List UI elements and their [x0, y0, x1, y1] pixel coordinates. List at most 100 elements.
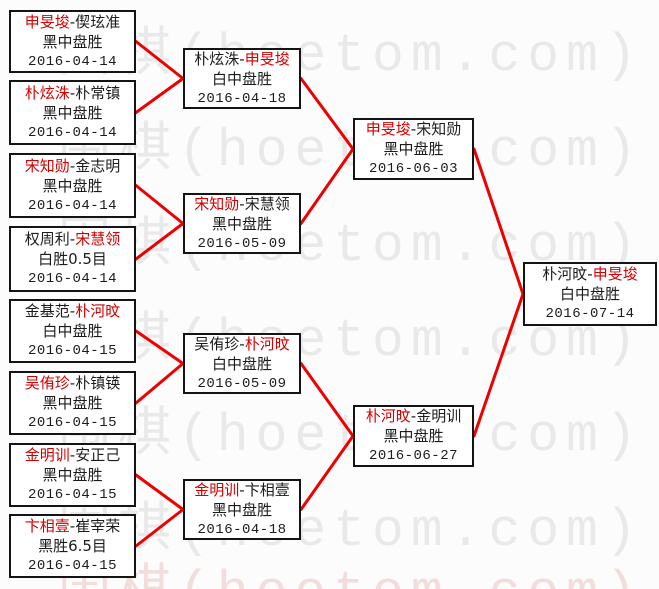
match-box-r1-m5: 金基范-朴河旼 白中盘胜 2016-04-15 — [9, 299, 136, 363]
match-date: 2016-05-09 — [197, 375, 287, 392]
player-name: 朴河旼 — [542, 265, 588, 283]
match-result: 白中盘胜 — [211, 354, 272, 373]
player-name: 金志明 — [75, 156, 121, 175]
match-players: 申旻埈-宋知勋 — [355, 119, 472, 139]
match-date: 2016-05-09 — [197, 235, 287, 252]
player-name: 权周利 — [24, 230, 70, 248]
watermark-text: 围棋(hoetom.com) — [58, 121, 644, 181]
match-box-sf-m1: 申旻埈-宋知勋 黑中盘胜 2016-06-03 — [353, 118, 474, 180]
match-players: 申旻埈-偰玹准 — [11, 12, 134, 32]
match-result: 黑中盘胜 — [211, 214, 272, 233]
match-box-r2-m3: 吴侑珍-朴河旼 白中盘胜 2016-05-09 — [183, 333, 301, 394]
match-result: 黑中盘胜 — [42, 176, 103, 195]
player-name: 朴河旼 — [365, 407, 411, 425]
match-players: 朴河旼-申旻埈 — [525, 264, 655, 284]
player-name: 朴河旼 — [244, 334, 290, 353]
match-players: 金基范-朴河旼 — [11, 301, 134, 321]
match-box-r2-m1: 朴炫洙-申旻埈 白中盘胜 2016-04-18 — [183, 48, 301, 109]
dash: - — [69, 302, 76, 320]
player-name: 朴镇锳 — [75, 374, 121, 392]
dash: - — [239, 194, 245, 213]
player-name: 朴常镇 — [75, 83, 121, 102]
match-result: 黑中盘胜 — [383, 140, 444, 158]
match-date: 2016-04-14 — [27, 197, 117, 214]
match-box-r1-m7: 金明训-安正己 黑中盘胜 2016-04-15 — [9, 443, 136, 507]
match-players: 朴河旼-金明训 — [355, 406, 472, 426]
match-date: 2016-07-14 — [545, 306, 635, 322]
match-players: 权周利-宋慧领 — [11, 229, 134, 249]
match-date: 2016-04-18 — [197, 521, 287, 538]
player-name: 申旻埈 — [24, 12, 70, 31]
player-name: 卞相壹 — [24, 517, 70, 535]
player-name: 申旻埈 — [244, 49, 290, 68]
match-box-r1-m3: 宋知勋-金志明 黑中盘胜 2016-04-14 — [9, 153, 136, 218]
match-box-r2-m4: 金明训-卞相壹 黑中盘胜 2016-04-18 — [183, 479, 301, 540]
dash: - — [587, 265, 593, 283]
dash: - — [69, 517, 76, 535]
player-name: 偰玹准 — [75, 12, 121, 31]
dash: - — [239, 49, 245, 68]
player-name: 卞相壹 — [244, 480, 290, 499]
player-name: 崔宰荣 — [75, 517, 121, 535]
match-date: 2016-06-03 — [368, 161, 458, 177]
match-result: 黑胜6.5目 — [38, 537, 107, 555]
match-players: 吴侑珍-朴河旼 — [185, 334, 299, 354]
match-date: 2016-04-14 — [27, 271, 117, 287]
match-box-r1-m1: 申旻埈-偰玹准 黑中盘胜 2016-04-14 — [9, 10, 136, 73]
player-name: 金明训 — [24, 446, 70, 464]
match-result: 黑中盘胜 — [42, 103, 103, 122]
player-name: 申旻埈 — [592, 265, 638, 283]
dash: - — [410, 120, 417, 138]
player-name: 宋慧领 — [244, 194, 290, 213]
match-result: 白中盘胜 — [42, 322, 103, 340]
watermark-text: 围棋(hoetom.com) — [58, 406, 644, 466]
match-date: 2016-04-18 — [197, 90, 287, 107]
match-date: 2016-04-15 — [27, 487, 117, 503]
match-players: 朴炫洙-申旻埈 — [185, 49, 299, 69]
match-result: 黑中盘胜 — [42, 394, 103, 412]
match-date: 2016-04-15 — [27, 415, 117, 431]
match-result: 白胜0.5目 — [38, 250, 107, 268]
dash: - — [69, 12, 76, 31]
match-date: 2016-06-27 — [368, 448, 458, 464]
dash: - — [69, 230, 76, 248]
watermark-text: 围棋(hoetom.com) — [58, 26, 644, 86]
player-name: 金基范 — [24, 302, 70, 320]
player-name: 金明训 — [416, 407, 462, 425]
dash: - — [69, 446, 76, 464]
match-box-r1-m4: 权周利-宋慧领 白胜0.5目 2016-04-14 — [9, 226, 136, 292]
match-result: 白中盘胜 — [211, 69, 272, 88]
match-result: 白中盘胜 — [559, 285, 620, 303]
dash: - — [239, 480, 245, 499]
match-box-final: 朴河旼-申旻埈 白中盘胜 2016-07-14 — [523, 262, 657, 326]
player-name: 申旻埈 — [365, 120, 411, 138]
player-name: 宋知勋 — [194, 194, 240, 213]
player-name: 宋知勋 — [416, 120, 462, 138]
match-players: 金明训-安正己 — [11, 445, 134, 465]
match-date: 2016-04-15 — [27, 343, 117, 359]
player-name: 宋慧领 — [75, 230, 121, 248]
match-players: 卞相壹-崔宰荣 — [11, 516, 134, 536]
player-name: 安正己 — [75, 446, 121, 464]
match-box-sf-m2: 朴河旼-金明训 黑中盘胜 2016-06-27 — [353, 405, 474, 467]
watermark-text: 围棋(hoetom.com) — [58, 567, 644, 589]
player-name: 朴河旼 — [75, 302, 121, 320]
match-date: 2016-04-14 — [27, 124, 117, 141]
match-players: 朴炫洙-朴常镇 — [11, 83, 134, 103]
dash: - — [239, 334, 245, 353]
match-result: 黑中盘胜 — [211, 500, 272, 519]
dash: - — [410, 407, 417, 425]
player-name: 朴炫洙 — [194, 49, 240, 68]
match-box-r2-m2: 宋知勋-宋慧领 黑中盘胜 2016-05-09 — [183, 193, 301, 254]
match-players: 吴侑珍-朴镇锳 — [11, 373, 134, 393]
watermark-text: 围棋(hoetom.com) — [58, 501, 644, 561]
match-date: 2016-04-14 — [27, 53, 117, 70]
match-box-r1-m6: 吴侑珍-朴镇锳 黑中盘胜 2016-04-15 — [9, 371, 136, 435]
dash: - — [69, 83, 76, 102]
player-name: 吴侑珍 — [194, 334, 240, 353]
player-name: 吴侑珍 — [24, 374, 70, 392]
match-result: 黑中盘胜 — [42, 32, 103, 51]
match-players: 宋知勋-金志明 — [11, 156, 134, 176]
match-players: 金明训-卞相壹 — [185, 480, 299, 500]
